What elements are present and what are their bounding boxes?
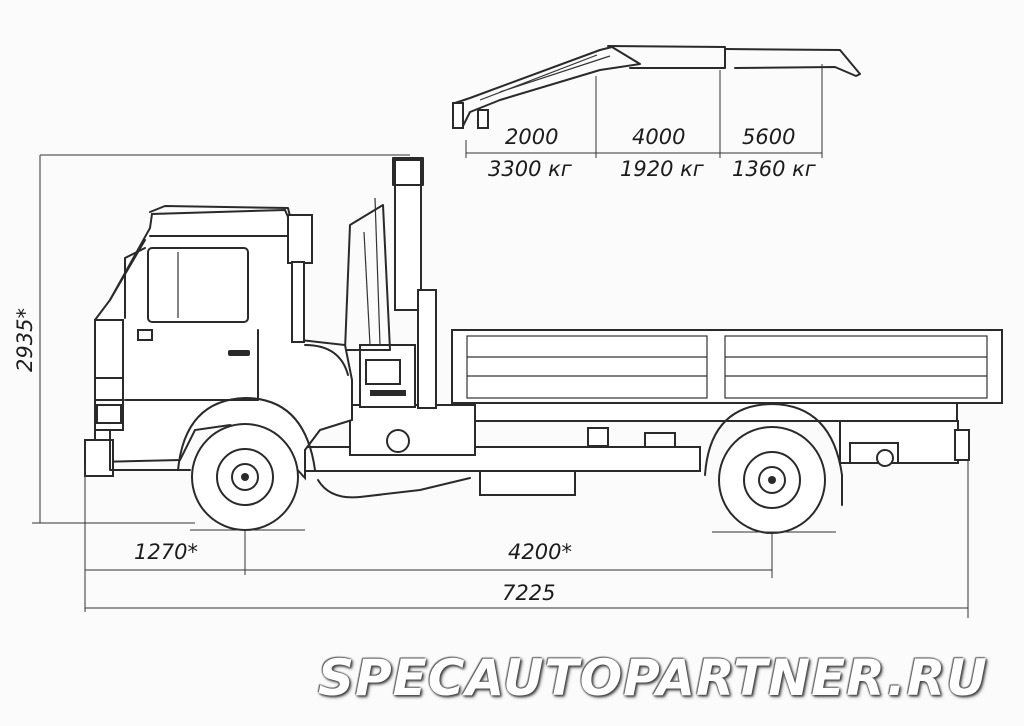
crane-boom-diagram [452, 45, 861, 129]
watermark-text: SPECAUTOPARTNER.RU [318, 649, 988, 707]
chassis-frame [299, 427, 899, 499]
capacity-label-1920: 1920 кг [620, 157, 705, 181]
wheelbase-label: 4200* [508, 540, 572, 564]
cargo-bed [451, 329, 1003, 464]
truck-body [84, 157, 1003, 534]
reach-label-4000: 4000 [632, 125, 685, 149]
reach-label-2000: 2000 [505, 125, 558, 149]
front-wheel [177, 397, 316, 531]
front-overhang-label: 1270* [134, 540, 198, 564]
capacity-label-1360: 1360 кг [732, 157, 817, 181]
capacity-label-3300: 3300 кг [488, 157, 573, 181]
crane-column [344, 157, 476, 456]
length-dimensions [84, 460, 969, 618]
crane-reach-dimensions [465, 64, 823, 158]
rear-wheel [704, 403, 843, 534]
height-label: 2935* [13, 308, 37, 372]
reach-label-5600: 5600 [742, 125, 795, 149]
overall-length-label: 7225 [502, 581, 555, 605]
height-dimension [32, 154, 410, 524]
